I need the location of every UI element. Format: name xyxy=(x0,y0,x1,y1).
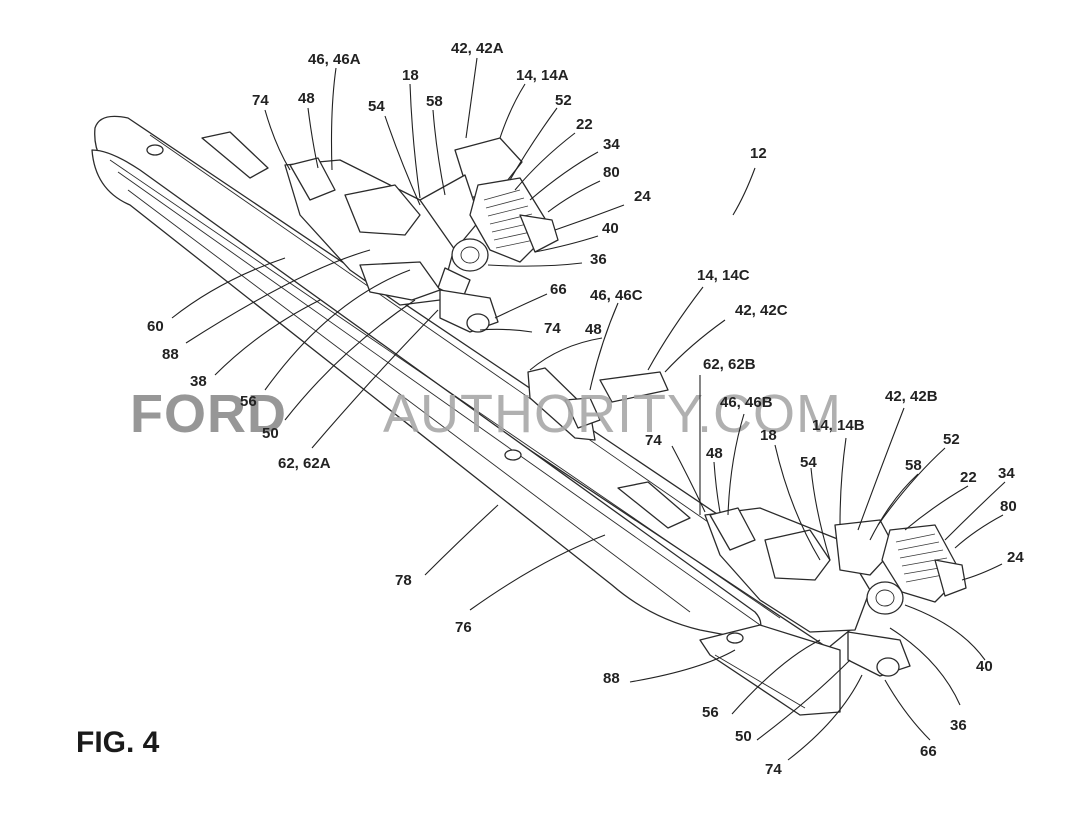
label-66-low: 66 xyxy=(920,743,937,760)
label-40-low: 40 xyxy=(976,658,993,675)
label-34-top: 34 xyxy=(603,136,620,153)
watermark: FORD AUTHORITY.COM xyxy=(130,384,842,444)
label-88-low: 88 xyxy=(603,670,620,687)
label-42-42c: 42, 42C xyxy=(735,302,788,319)
label-36-low: 36 xyxy=(950,717,967,734)
label-46-46b: 46, 46B xyxy=(720,394,773,411)
label-80-low: 80 xyxy=(1000,498,1017,515)
label-78: 78 xyxy=(395,572,412,589)
label-22-low: 22 xyxy=(960,469,977,486)
label-48-mid: 48 xyxy=(585,321,602,338)
label-12: 12 xyxy=(750,145,767,162)
label-50-low: 50 xyxy=(735,728,752,745)
label-42-42b: 42, 42B xyxy=(885,388,938,405)
label-18-top: 18 xyxy=(402,67,419,84)
label-58-low: 58 xyxy=(905,457,922,474)
label-88-top: 88 xyxy=(162,346,179,363)
label-60: 60 xyxy=(147,318,164,335)
label-66-top: 66 xyxy=(550,281,567,298)
label-24-low: 24 xyxy=(1007,549,1024,566)
label-18-low: 18 xyxy=(760,427,777,444)
label-38: 38 xyxy=(190,373,207,390)
label-74-mid: 74 xyxy=(544,320,561,337)
label-62-62b: 62, 62B xyxy=(703,356,756,373)
label-62-62a: 62, 62A xyxy=(278,455,331,472)
label-14-14c: 14, 14C xyxy=(697,267,750,284)
label-36-top: 36 xyxy=(590,251,607,268)
label-46-46a: 46, 46A xyxy=(308,51,361,68)
label-58-top: 58 xyxy=(426,93,443,110)
label-48-top: 48 xyxy=(298,90,315,107)
label-34-low: 34 xyxy=(998,465,1015,482)
label-46-46c: 46, 46C xyxy=(590,287,643,304)
label-80-top: 80 xyxy=(603,164,620,181)
label-52-top: 52 xyxy=(555,92,572,109)
label-54-top: 54 xyxy=(368,98,385,115)
label-14-14b: 14, 14B xyxy=(812,417,865,434)
label-76: 76 xyxy=(455,619,472,636)
label-54-low: 54 xyxy=(800,454,817,471)
label-74-bottom: 74 xyxy=(765,761,782,778)
label-42-42a: 42, 42A xyxy=(451,40,504,57)
label-50-top: 50 xyxy=(262,425,279,442)
label-52-low: 52 xyxy=(943,431,960,448)
label-56-top: 56 xyxy=(240,393,257,410)
label-74-top: 74 xyxy=(252,92,269,109)
label-48-low: 48 xyxy=(706,445,723,462)
label-40-top: 40 xyxy=(602,220,619,237)
label-24-top: 24 xyxy=(634,188,651,205)
label-14-14a: 14, 14A xyxy=(516,67,569,84)
label-56-low: 56 xyxy=(702,704,719,721)
label-74-low: 74 xyxy=(645,432,662,449)
label-22-top: 22 xyxy=(576,116,593,133)
figure-label: FIG. 4 xyxy=(76,726,160,759)
